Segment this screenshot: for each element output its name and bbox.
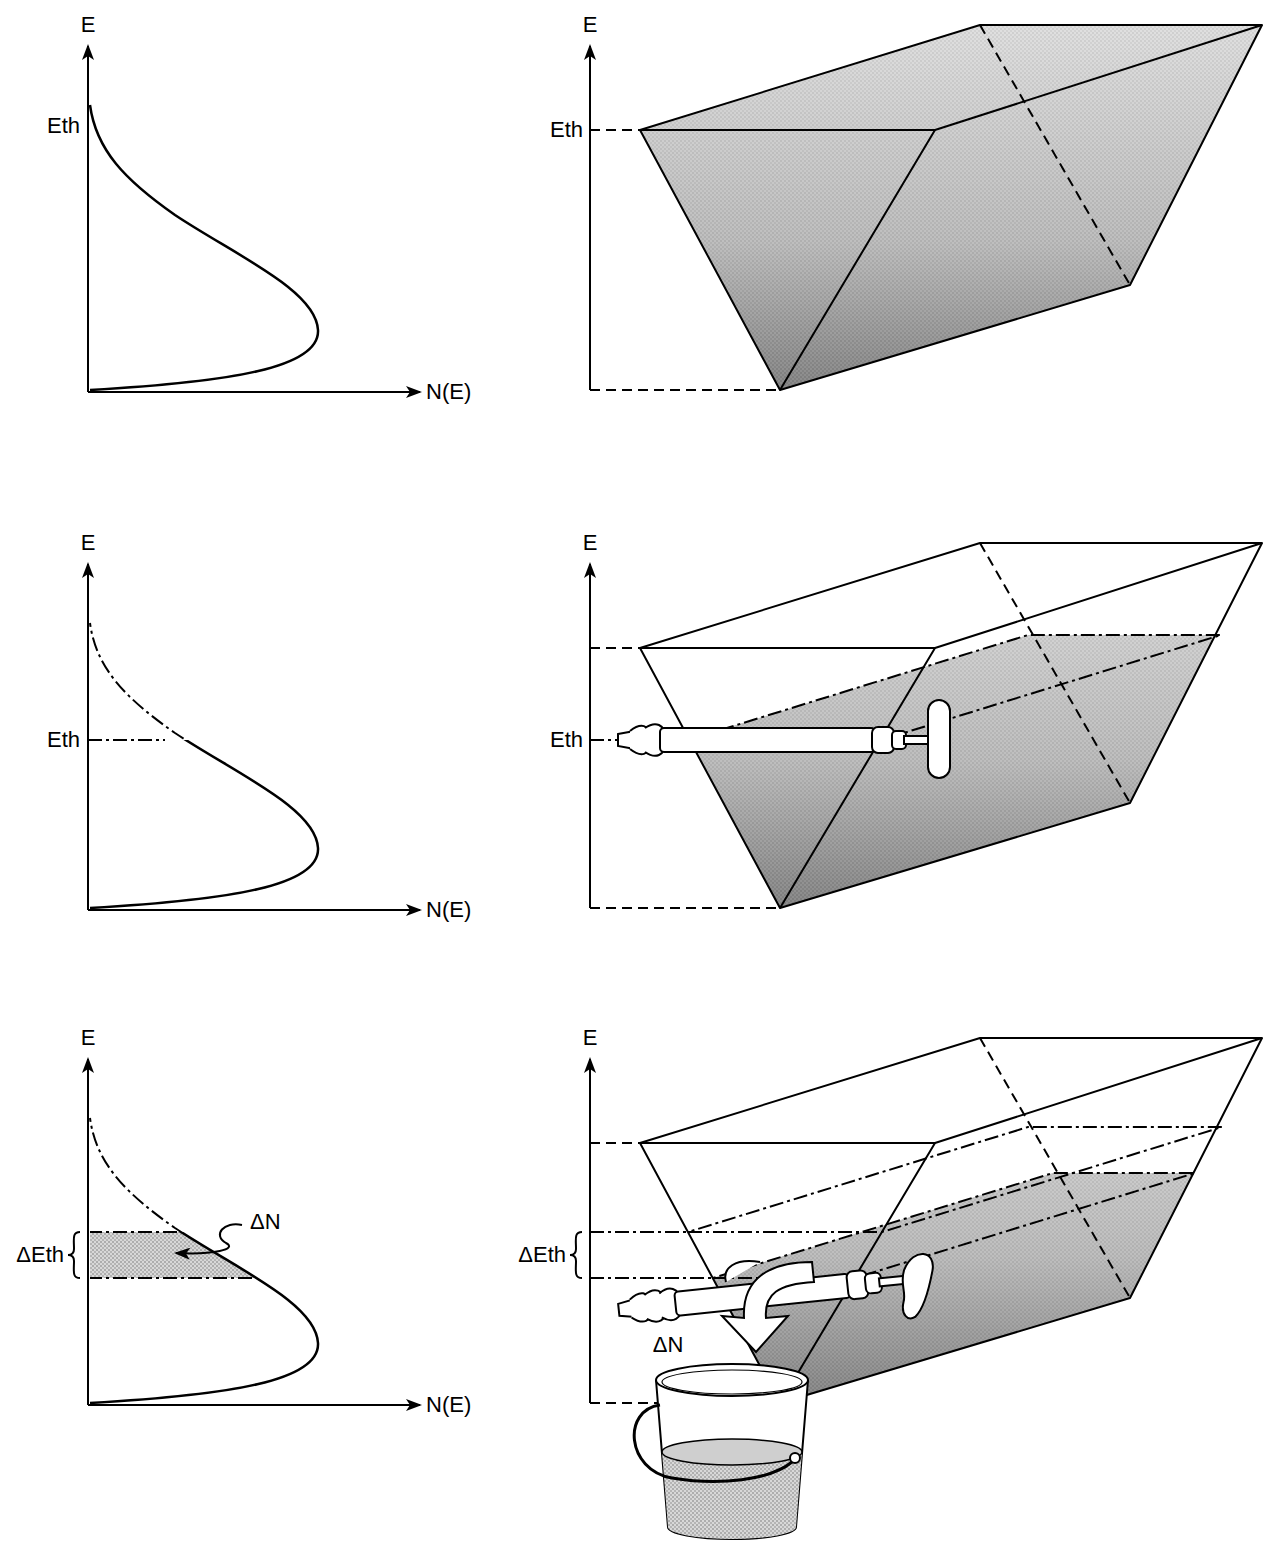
threshold-band-label: ΔEth [16,1243,64,1267]
distribution-plot [68,1059,420,1405]
threshold-label: Eth [47,728,80,752]
axis-label: E [583,531,598,555]
brace [68,1232,80,1278]
axis-label: E [583,1026,598,1050]
leader-arrow [176,1224,242,1253]
axis-label: N(E) [426,898,471,922]
bucket [634,1364,808,1539]
axis-label: E [583,13,598,37]
threshold-label: Eth [550,728,583,752]
distribution-plot [88,564,420,910]
transfer-arrow [722,1261,814,1352]
threshold-label: Eth [550,118,583,142]
hopper [590,543,1262,908]
axis-label: E [81,1026,96,1050]
hopper [590,25,1262,390]
threshold-label: Eth [47,114,80,138]
quantity-label: ΔN [653,1333,684,1357]
axis-label: E [81,531,96,555]
axis-label: N(E) [426,1393,471,1417]
axis-label: E [81,13,96,37]
quantity-label: ΔN [250,1210,281,1234]
brace [570,1232,582,1278]
threshold-band-label: ΔEth [518,1243,566,1267]
axis-label: N(E) [426,380,471,404]
hopper [570,1038,1262,1403]
distribution-plot [88,46,420,392]
screw-pump [618,700,950,778]
